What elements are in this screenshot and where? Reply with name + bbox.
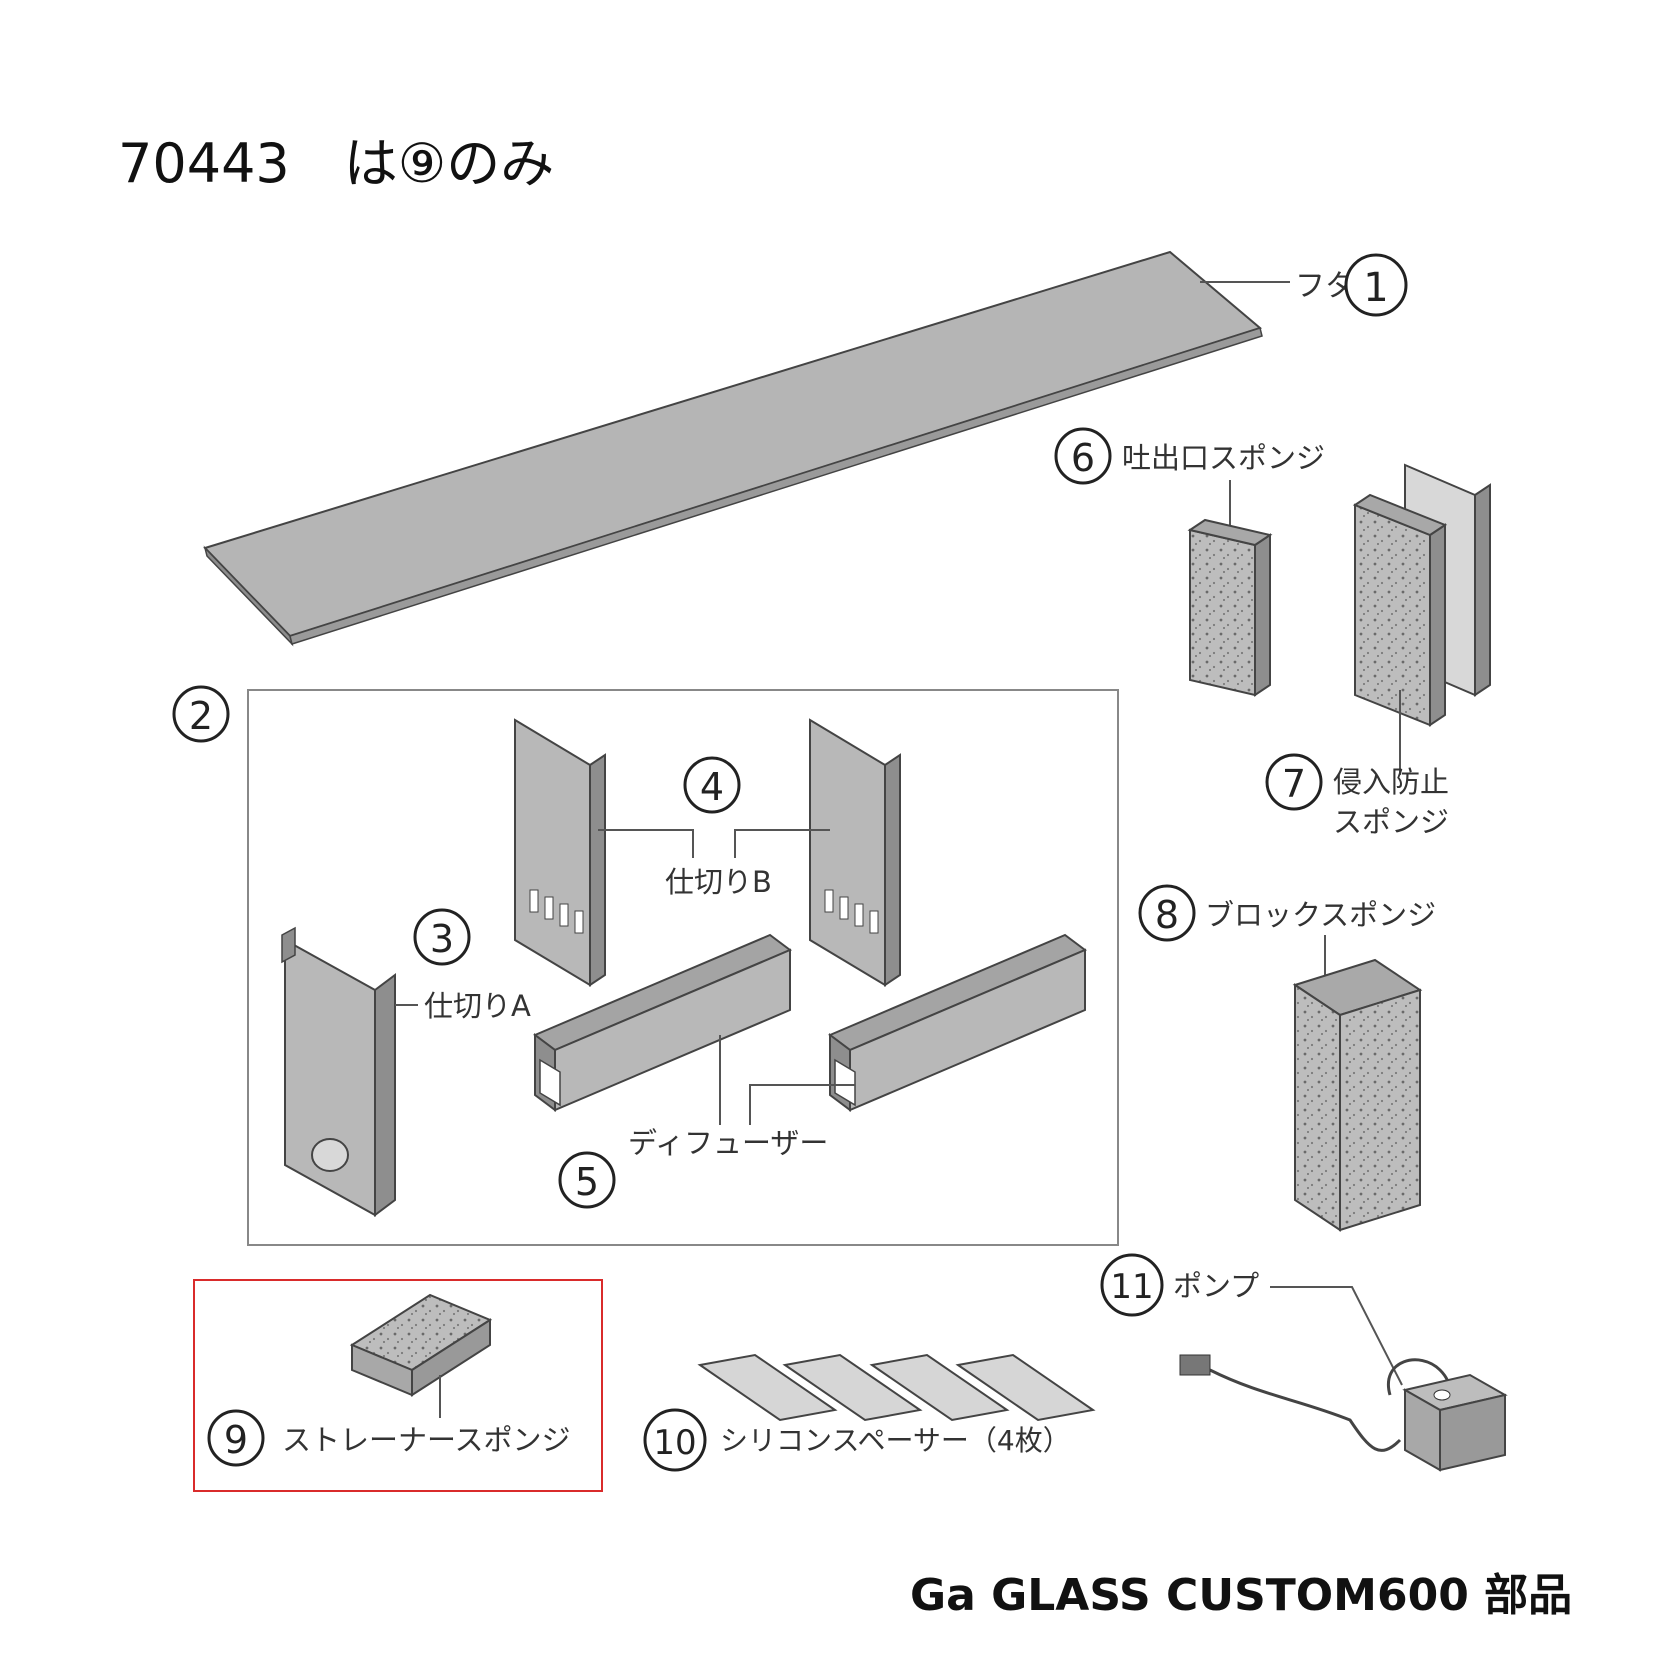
part-1-number-circle (1344, 253, 1408, 317)
part-10-silicon-spacers: 10 シリコンスペーサー（4枚） (643, 1353, 1096, 1472)
part-2-number: 2 (189, 694, 213, 738)
part-3-label: 仕切りA (424, 989, 531, 1023)
part-3-number-circle (413, 908, 471, 966)
part-7-label-line2: スポンジ (1333, 805, 1449, 839)
part-11-pump: 11 ポンプ (1100, 1253, 1508, 1472)
part-5-number-circle (558, 1151, 616, 1209)
part-8-number-circle (1138, 884, 1196, 942)
part-6-outlet-sponge: 6 吐出口スポンジ (1054, 427, 1325, 697)
part-1-number: 1 (1363, 265, 1388, 311)
part-11-number: 11 (1110, 1267, 1153, 1307)
part-3-partition-a: 3 仕切りA (281, 908, 531, 1217)
part-4-partition-b-right (809, 718, 901, 987)
part-4-label: 仕切りB (665, 865, 772, 899)
highlight-box (193, 1279, 603, 1492)
part-3-number: 3 (430, 917, 454, 961)
part-9-number-circle (207, 1409, 265, 1467)
part-5-number: 5 (575, 1160, 599, 1204)
part-4-number-circle (683, 756, 741, 814)
part-7-label-line1: 侵入防止 (1333, 765, 1449, 799)
part-9-label: ストレーナースポンジ (282, 1423, 571, 1457)
page-title: 70443 は⑨のみ (118, 132, 554, 195)
part-11-number-circle (1100, 1253, 1164, 1317)
part-8-label: ブロックスポンジ (1205, 898, 1436, 932)
part-10-label: シリコンスペーサー（4枚） (720, 1424, 1071, 1457)
part-6-number-circle (1054, 427, 1112, 485)
part-7-number: 7 (1282, 762, 1306, 806)
part-1-lid: フタ 1 (203, 250, 1408, 647)
part-7-intrusion-sponge: 7 侵入防止 スポンジ (1265, 463, 1491, 839)
part-11-label: ポンプ (1173, 1269, 1259, 1303)
part-6-number: 6 (1071, 436, 1095, 480)
part-10-number-circle (643, 1408, 707, 1472)
part-2-number-circle (172, 685, 230, 743)
part-7-number-circle (1265, 753, 1323, 811)
part-6-label: 吐出口スポンジ (1122, 441, 1325, 475)
part-2-frame (247, 689, 1119, 1246)
part-5-diffuser-right (828, 933, 1087, 1112)
part-8-number: 8 (1155, 893, 1179, 937)
part-4-partition-b-left (514, 718, 606, 987)
part-5-label: ディフューザー (628, 1126, 828, 1160)
part-4-number: 4 (700, 765, 724, 809)
part-2-partition-set: 2 3 仕切りA (172, 685, 1119, 1246)
part-9-number: 9 (224, 1418, 248, 1462)
part-9-strainer-sponge: 9 ストレーナースポンジ (193, 1279, 603, 1492)
part-5-diffuser-left (533, 933, 792, 1112)
part-10-number: 10 (653, 1423, 696, 1463)
footer-caption: Ga GLASS CUSTOM600 部品 (910, 1570, 1572, 1621)
part-8-block-sponge: 8 ブロックスポンジ (1138, 884, 1436, 1232)
